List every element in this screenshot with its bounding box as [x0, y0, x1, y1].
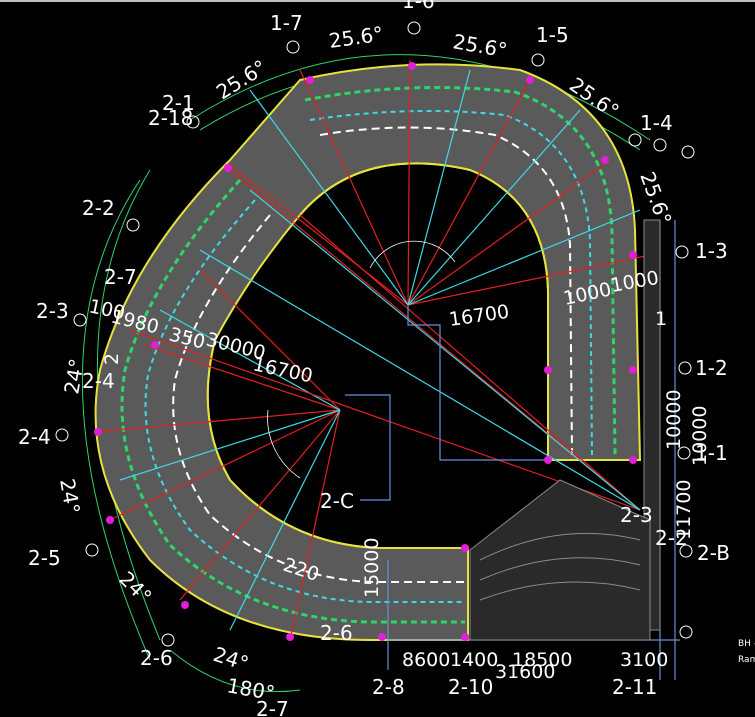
angle-label: 24° — [114, 567, 156, 609]
dimension-label: 8600 — [402, 649, 450, 671]
angle-label: 25.6° — [635, 169, 676, 228]
hatch-areas — [469, 219, 661, 641]
column-markers — [94, 62, 637, 641]
dimension-label: 1 — [655, 308, 667, 330]
axis-label: 2-11 — [612, 675, 657, 699]
axis-label: 2-2 — [655, 526, 688, 550]
axis-label: 2-B — [697, 541, 730, 565]
angle-label: 180° — [225, 673, 277, 705]
angle-label: 24° — [55, 477, 85, 516]
legend-note: BH — Ram — — [738, 639, 755, 665]
angle-label: 25.6° — [327, 22, 384, 53]
axis-label: 2-7 — [104, 265, 137, 289]
radial-grid — [94, 59, 651, 641]
angle-label: 25.6° — [451, 29, 509, 62]
axis-label: 2-3 — [620, 503, 653, 527]
axis-label: 2-18 — [148, 106, 193, 130]
axis-label: 2-5 — [28, 546, 61, 570]
axis-label: 2-C — [320, 489, 354, 513]
axis-label: 2-10 — [448, 675, 493, 699]
axis-label-group: 1-6 1-7 1-5 1-4 1-3 1-2 1-1 2-18 2-1 2-2… — [18, 0, 730, 717]
dimension-label: 16700 — [448, 301, 511, 331]
axis-label: 1-2 — [695, 356, 728, 380]
axis-label: 2-4 — [18, 425, 51, 449]
axis-label: 1-4 — [640, 111, 673, 135]
axis-label: 2-1 — [162, 91, 195, 115]
axis-label: 1-5 — [536, 23, 569, 47]
axis-label: 1-1 — [695, 441, 728, 465]
axis-bubbles — [55, 21, 695, 647]
axis-label: 2-4 — [82, 369, 115, 393]
legend-line: Ram — — [738, 655, 755, 665]
legend-line: BH — — [738, 639, 755, 649]
dimension-label: 2 — [101, 353, 123, 365]
axis-label: 2-3 — [36, 299, 69, 323]
dimension-label: 18500 — [512, 649, 572, 671]
angle-label: 25.6° — [212, 55, 271, 104]
axis-label: 1-3 — [695, 239, 728, 263]
dimension-label: 10000 — [689, 406, 711, 466]
axis-label: 2-6 — [140, 646, 173, 670]
dimension-label: 1400 — [450, 649, 498, 671]
axis-label: 2-6 — [320, 621, 353, 645]
dimension-label: 10000 — [663, 390, 685, 450]
dimension-label: 11700 — [673, 480, 695, 540]
dimension-label: 15000 — [361, 538, 383, 598]
axis-label: 2-2 — [82, 196, 115, 220]
dimension-label: 3100 — [620, 649, 668, 671]
axis-label: 1-6 — [402, 0, 435, 13]
axis-label: 1-7 — [270, 11, 303, 35]
axis-label: 2-8 — [372, 675, 405, 699]
axis-label: 2-7 — [256, 697, 289, 717]
angle-label: 24° — [210, 642, 251, 676]
ramp-slab — [94, 63, 642, 641]
angle-fans — [267, 240, 456, 479]
dimension-label: 31600 — [495, 661, 555, 683]
